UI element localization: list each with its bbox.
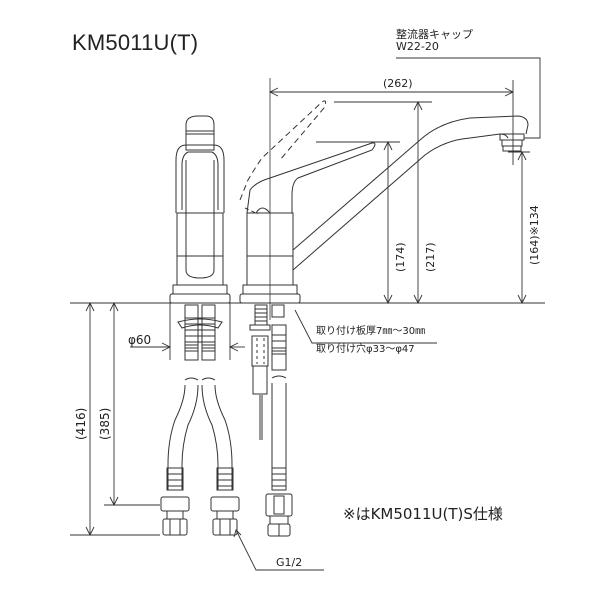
raised-handle-height-dimension: (217) bbox=[424, 242, 437, 272]
hose-length-dimension: (385) bbox=[98, 407, 112, 440]
total-length-dimension: (416) bbox=[74, 407, 88, 440]
aerator-cap-label: 整流器キャップ bbox=[396, 28, 473, 41]
model-title: KM5011U(T) bbox=[72, 30, 199, 55]
aerator-cap-code: W22-20 bbox=[396, 40, 439, 53]
front-view bbox=[160, 115, 240, 536]
side-view bbox=[239, 78, 529, 537]
thread-size-label: G1/2 bbox=[276, 556, 303, 569]
spout-reach-dimension: (262) bbox=[383, 77, 413, 90]
base-diameter-dimension: φ60 bbox=[128, 333, 152, 347]
handle-height-dimension: (174) bbox=[394, 242, 407, 272]
dimension-lines bbox=[70, 57, 541, 571]
spout-height-dimension: (164)※134 bbox=[528, 205, 541, 265]
mount-thickness-label: 取り付け板厚7㎜～30㎜ bbox=[316, 326, 426, 337]
spec-note: ※はKM5011U(T)S仕様 bbox=[343, 505, 503, 523]
mount-hole-label: 取り付け穴φ33～φ47 bbox=[316, 344, 415, 355]
